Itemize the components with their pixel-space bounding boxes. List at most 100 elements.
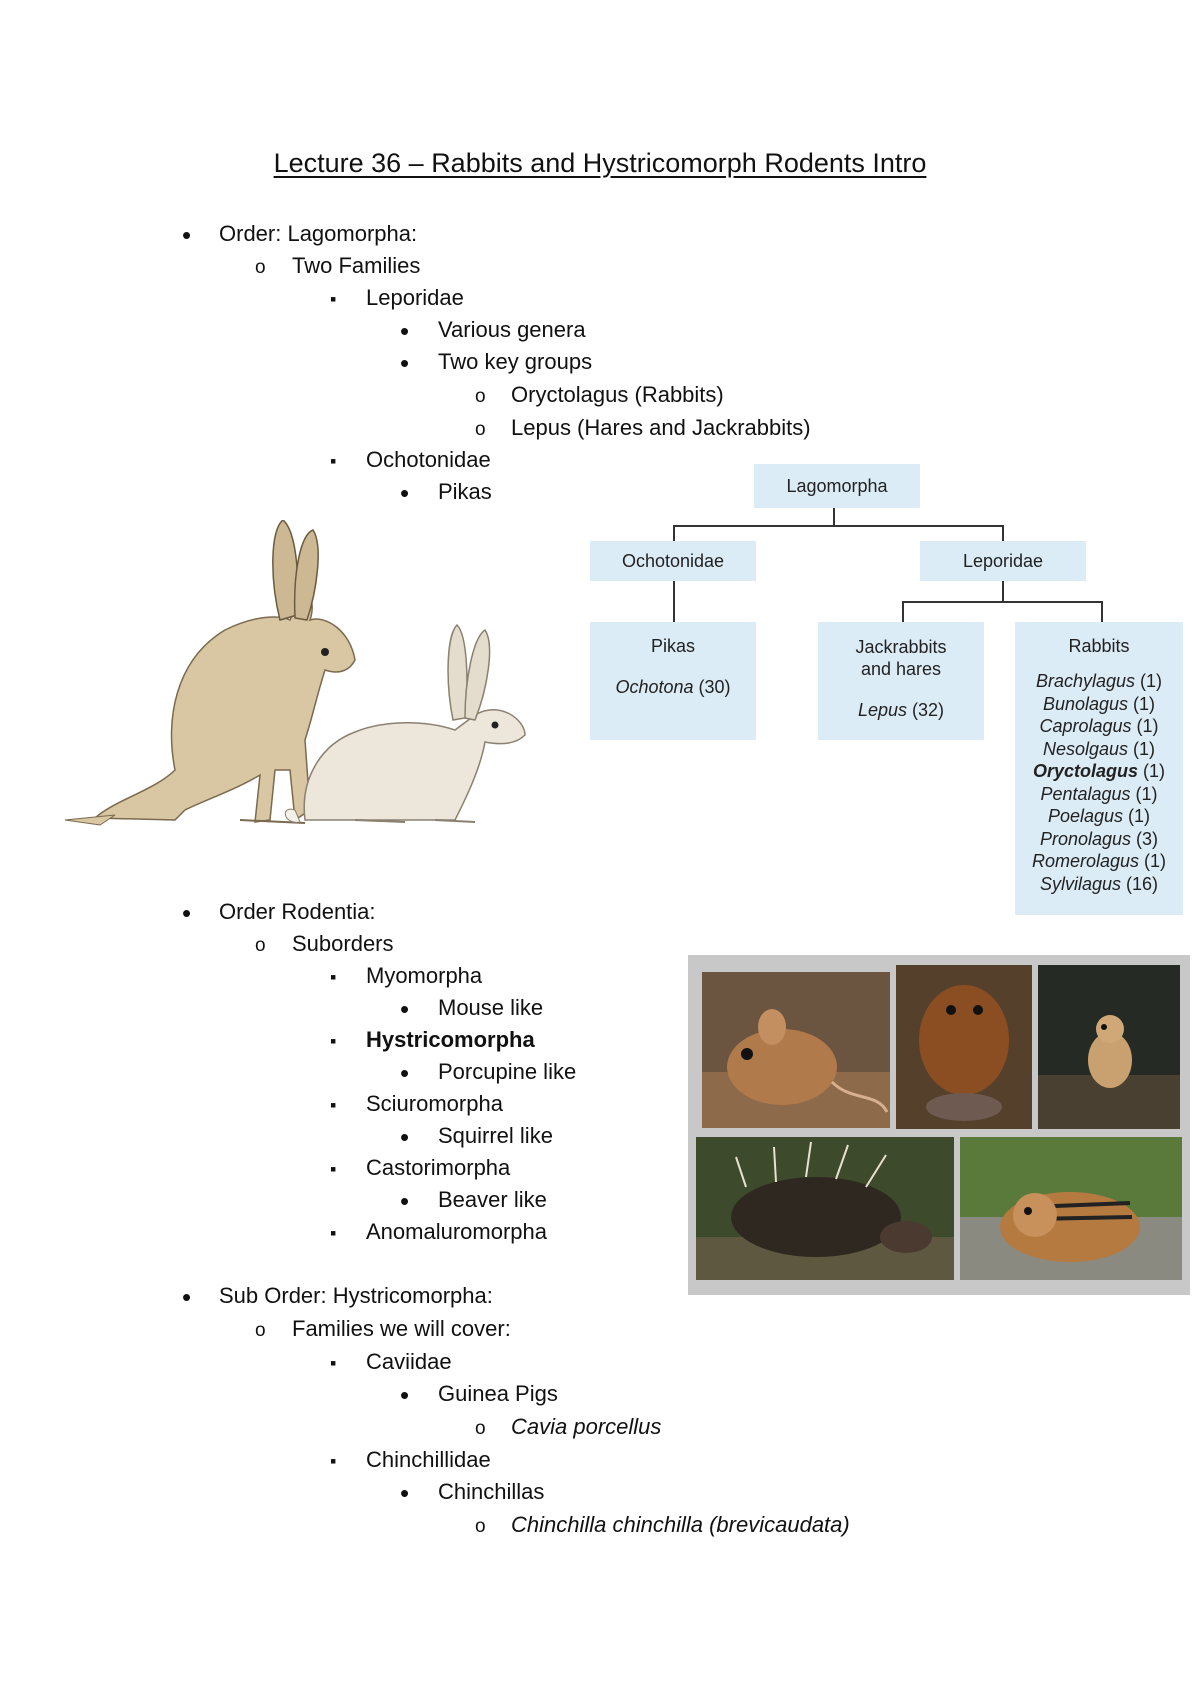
hares-title-2: and hares	[860, 659, 942, 679]
square-marker	[330, 1154, 336, 1183]
oryctolagus-item: Oryctolagus (Rabbits)	[511, 382, 724, 407]
circle-marker	[475, 1413, 486, 1443]
tree-connector	[902, 601, 1102, 603]
square-marker	[330, 1446, 336, 1475]
tree-rabbits-box: Rabbits Brachylagus (1) Bunolagus (1) Ca…	[1015, 622, 1183, 915]
chipmunk-photo	[960, 1137, 1182, 1280]
bullet-marker	[400, 479, 409, 509]
genus-row: Pronolagus (3)	[1039, 828, 1159, 849]
bullet-marker	[400, 1187, 409, 1217]
tree-pikas-box: Pikas Ochotona (30)	[590, 622, 756, 740]
two-families: Two Families	[292, 253, 421, 278]
porcupine-like: Porcupine like	[438, 1059, 577, 1084]
bullet-marker	[182, 1283, 191, 1313]
tree-connector	[673, 525, 675, 541]
myomorpha-label: Myomorpha	[366, 963, 483, 988]
suborder-hystricomorpha: Sub Order: Hystricomorpha:	[219, 1283, 493, 1308]
bullet-marker	[182, 221, 191, 251]
order-lagomorpha: Order: Lagomorpha:	[219, 221, 418, 246]
lagomorpha-tree-diagram: Lagomorpha Ochotonidae Leporidae Pikas O…	[580, 462, 1200, 922]
genus-row: Sylvilagus (16)	[1039, 873, 1159, 894]
cavia-porcellus: Cavia porcellus	[511, 1414, 662, 1439]
pikas-item: Pikas	[438, 479, 492, 504]
leporidae-label: Leporidae	[366, 285, 464, 310]
genus-row: Nesolgaus (1)	[1042, 738, 1156, 759]
bullet-marker	[182, 899, 191, 929]
bullet-marker	[400, 349, 409, 379]
lepus-count: (32)	[907, 700, 945, 720]
lepus-item: Lepus (Hares and Jackrabbits)	[511, 415, 811, 440]
genus-row: Pentalagus (1)	[1040, 783, 1158, 804]
mouse-like: Mouse like	[438, 995, 544, 1020]
genus-row: Romerolagus (1)	[1031, 851, 1167, 871]
bullet-marker	[400, 1381, 409, 1411]
square-marker	[330, 1348, 336, 1377]
tree-connector	[902, 601, 904, 622]
bullet-marker	[400, 1123, 409, 1153]
circle-marker	[255, 1315, 266, 1345]
castorimorpha-label: Castorimorpha	[366, 1155, 511, 1180]
hare-rabbit-illustration	[64, 520, 526, 826]
rodent-photo-panel	[688, 955, 1190, 1295]
genus-row: Caprolagus (1)	[1039, 716, 1159, 736]
order-rodentia: Order Rodentia:	[219, 899, 376, 924]
circle-marker	[475, 381, 486, 411]
tree-connector	[1002, 525, 1004, 541]
sciuromorpha-label: Sciuromorpha	[366, 1091, 503, 1116]
families-covered: Families we will cover:	[292, 1316, 511, 1341]
ochotonidae-label: Ochotonidae	[366, 447, 491, 472]
tree-hares-box: Jackrabbits and hares Lepus (32)	[818, 622, 984, 740]
genus-row: Poelagus (1)	[1047, 806, 1151, 826]
tree-connector	[1101, 601, 1103, 622]
bullet-marker	[400, 1059, 409, 1089]
genus-row: Bunolagus (1)	[1042, 693, 1156, 714]
hare-drawing	[64, 520, 356, 826]
jerboa-photo	[1038, 965, 1180, 1129]
ochotona-count: (30)	[693, 677, 731, 697]
hystricomorpha-label: Hystricomorpha	[366, 1027, 535, 1052]
circle-marker	[475, 414, 486, 444]
square-marker	[330, 1026, 336, 1055]
tree-ochotonidae: Ochotonidae	[590, 541, 756, 581]
genus-row: Oryctolagus (1)	[1032, 761, 1166, 781]
tree-connector	[673, 525, 1003, 527]
pikas-title: Pikas	[650, 636, 695, 656]
rabbits-title: Rabbits	[1068, 636, 1130, 656]
anomaluromorpha-label: Anomaluromorpha	[366, 1219, 547, 1244]
circle-marker	[475, 1511, 486, 1541]
lepus-genus: Lepus	[857, 700, 908, 720]
tree-leporidae: Leporidae	[920, 541, 1086, 581]
ochotona-genus: Ochotona	[615, 677, 694, 697]
tree-connector	[833, 508, 835, 526]
circle-marker	[255, 252, 266, 282]
caviidae-label: Caviidae	[366, 1349, 452, 1374]
chinchilla-species: Chinchilla chinchilla (brevicaudata)	[511, 1512, 850, 1537]
two-key-groups: Two key groups	[438, 349, 593, 374]
porcupine-photo	[696, 1137, 954, 1280]
hares-title-1: Jackrabbits	[855, 637, 947, 657]
beaver-photo	[896, 965, 1032, 1129]
circle-marker	[255, 930, 266, 960]
rabbit-drawing	[285, 623, 526, 823]
square-marker	[330, 962, 336, 991]
mouse-photo	[702, 972, 890, 1128]
tree-root: Lagomorpha	[754, 464, 920, 508]
square-marker	[330, 446, 336, 475]
bullet-marker	[400, 995, 409, 1025]
bullet-marker	[400, 317, 409, 347]
tree-connector	[673, 580, 675, 622]
genus-row: Brachylagus (1)	[1035, 671, 1163, 691]
chinchillas: Chinchillas	[438, 1479, 545, 1504]
suborders-label: Suborders	[292, 931, 394, 956]
chinchillidae-label: Chinchillidae	[366, 1447, 491, 1472]
guinea-pigs: Guinea Pigs	[438, 1381, 558, 1406]
squirrel-like: Squirrel like	[438, 1123, 553, 1148]
square-marker	[330, 284, 336, 313]
tree-connector	[1002, 580, 1004, 602]
various-genera: Various genera	[438, 317, 586, 342]
beaver-like: Beaver like	[438, 1187, 547, 1212]
page-title: Lecture 36 – Rabbits and Hystricomorph R…	[273, 148, 927, 178]
square-marker	[330, 1090, 336, 1119]
square-marker	[330, 1218, 336, 1247]
